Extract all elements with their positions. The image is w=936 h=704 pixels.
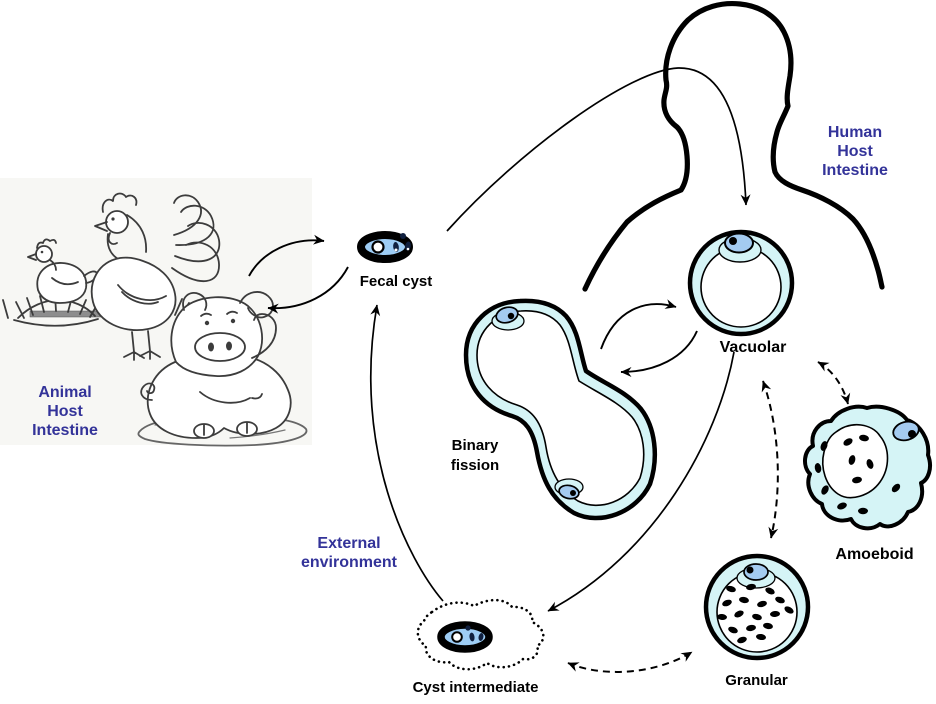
arrow-vacuolar-to-binary-fission <box>620 330 698 377</box>
arrows <box>248 67 851 673</box>
fecal-cyst-label: Fecal cyst <box>359 273 433 290</box>
granular-cell <box>703 553 811 661</box>
arrow-cyst-intermediate-to-fecal-cyst <box>369 304 444 602</box>
binary-fission-label: Binary fission <box>450 437 500 474</box>
fecal-cyst-cell <box>357 231 413 263</box>
granular-granules <box>717 583 794 644</box>
pig-illustration <box>137 291 308 447</box>
dashed-arrow-vacuolar-granular <box>761 380 779 539</box>
cyst-intermediate-label: Cyst intermediate <box>412 679 539 696</box>
rooster-illustration <box>90 192 221 361</box>
arrow-fecal-cyst-to-animal <box>267 266 349 314</box>
granular-label: Granular <box>725 672 788 689</box>
amoeboid-cell <box>803 404 932 531</box>
cyst-intermediate-cell <box>416 598 545 671</box>
vacuolar-cell <box>687 229 795 337</box>
arrow-fecal-cyst-to-vacuolar <box>446 67 751 232</box>
hen-illustration <box>13 238 99 327</box>
human-host-intestine-label: Human Host Intestine <box>822 124 888 179</box>
arrow-animal-to-fecal-cyst <box>248 234 325 277</box>
external-environment-label: External environment <box>300 535 397 571</box>
amoeboid-label: Amoeboid <box>835 546 914 563</box>
amoeboid-granules <box>814 434 901 515</box>
cyst-intermediate-dotted-membrane <box>416 598 545 671</box>
vacuolar-nucleus <box>724 232 754 254</box>
dashed-arrow-cyst-intermediate-granular <box>567 651 693 673</box>
animal-host-illustration <box>2 192 308 447</box>
binary-fission-nucleus-top <box>495 306 519 324</box>
arrow-vacuolar-to-cyst-intermediate <box>547 351 735 612</box>
binary-fission-cell <box>463 298 658 521</box>
arrow-binary-fission-to-vacuolar <box>600 299 677 350</box>
dashed-arrow-vacuolar-amoeboid <box>817 361 851 405</box>
human-silhouette <box>582 0 885 292</box>
animal-host-intestine-label: Animal Host Intestine <box>32 384 98 439</box>
vacuolar-label: Vacuolar <box>719 339 787 356</box>
